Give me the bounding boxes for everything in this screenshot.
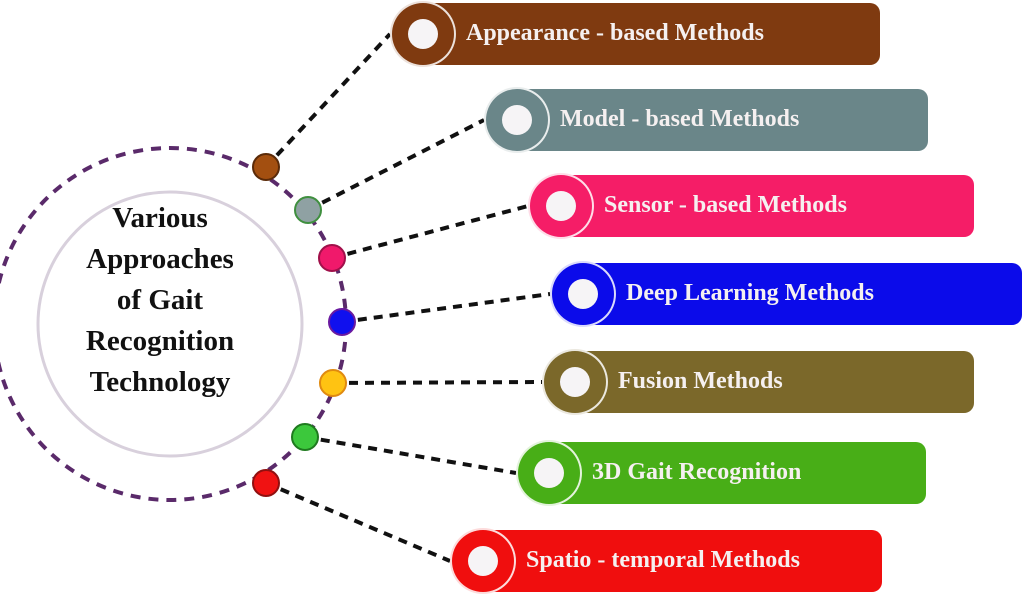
connector-line: [307, 118, 485, 212]
node-dot-icon: [291, 423, 319, 451]
connector-line: [264, 32, 392, 169]
inner-ring: [36, 190, 304, 458]
method-3d-gait: 3D Gait Recognition: [516, 440, 926, 506]
method-appearance: Appearance - based Methods: [390, 1, 880, 67]
node-dot-icon: [252, 469, 280, 497]
circle-cap-icon: [550, 261, 616, 327]
connector-line: [331, 204, 529, 260]
method-spatio-temporal: Spatio - temporal Methods: [450, 528, 882, 594]
circle-cap-icon: [542, 349, 608, 415]
node-dot-icon: [319, 369, 347, 397]
circle-cap-icon: [484, 87, 550, 153]
title-line: Approaches: [86, 243, 234, 275]
title-line: Recognition: [85, 325, 235, 357]
circle-cap-icon: [528, 173, 594, 239]
node-dot-icon: [252, 153, 280, 181]
method-label: 3D Gait Recognition: [592, 459, 802, 485]
method-label: Fusion Methods: [618, 368, 783, 394]
node-dot-icon: [318, 244, 346, 272]
circle-cap-icon: [390, 1, 456, 67]
connector-line: [332, 380, 543, 385]
method-label: Spatio - temporal Methods: [526, 547, 800, 573]
method-deep-learning: Deep Learning Methods: [550, 261, 1022, 327]
method-fusion: Fusion Methods: [542, 349, 974, 415]
node-dot-icon: [294, 196, 322, 224]
method-sensor: Sensor - based Methods: [528, 173, 974, 239]
node-dot-icon: [328, 308, 356, 336]
connector-line: [304, 435, 517, 475]
title-line: of Gait: [116, 284, 204, 316]
method-label: Appearance - based Methods: [466, 20, 764, 46]
connector-line: [341, 292, 551, 324]
central-title: Various Approaches of Gait Recognition T…: [40, 198, 280, 403]
circle-cap-icon: [450, 528, 516, 594]
method-label: Sensor - based Methods: [604, 192, 847, 218]
title-line: Technology: [89, 366, 231, 398]
connector-line: [265, 481, 451, 563]
method-label: Deep Learning Methods: [626, 280, 874, 306]
method-model: Model - based Methods: [484, 87, 928, 153]
method-label: Model - based Methods: [560, 106, 800, 132]
circle-cap-icon: [516, 440, 582, 506]
title-line: Various: [112, 202, 208, 234]
